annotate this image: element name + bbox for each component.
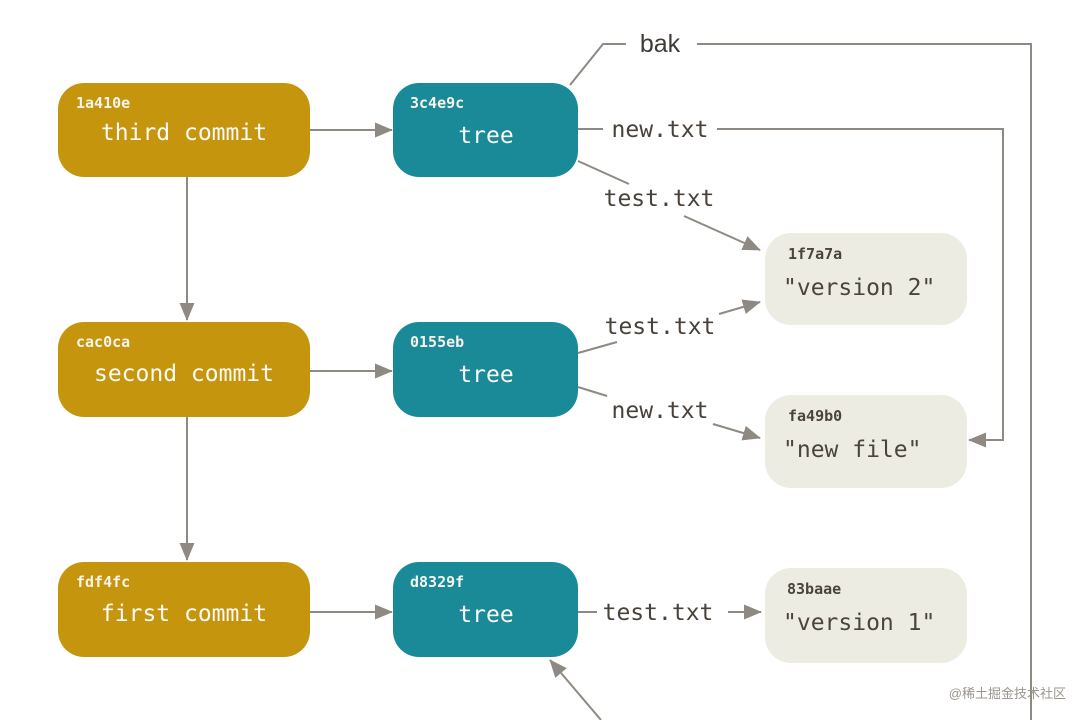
blob-label: "version 2" xyxy=(783,275,935,301)
edge-newtxt-mid-to-blob xyxy=(712,423,761,441)
blob-box xyxy=(765,568,967,663)
commit-node-first: fdf4fc first commit xyxy=(58,562,310,657)
file-label-newtxt-middle: new.txt xyxy=(612,398,709,424)
tree-hash: d8329f xyxy=(410,573,464,591)
blob-label: "version 1" xyxy=(783,610,935,636)
tree-hash: 0155eb xyxy=(410,333,464,351)
file-label-testtxt-bottom: test.txt xyxy=(603,600,714,626)
blob-box xyxy=(765,395,967,488)
tree-box xyxy=(393,83,578,177)
tree-node-first: d8329f tree xyxy=(393,562,578,657)
edge-newtxt-mid-stub xyxy=(577,386,608,397)
commit-hash: fdf4fc xyxy=(76,573,130,591)
file-label-newtxt-top: new.txt xyxy=(612,117,709,143)
blob-hash: 1f7a7a xyxy=(788,245,842,263)
commit-node-second: cac0ca second commit xyxy=(58,322,310,417)
edge-testtxt-mid-stub xyxy=(577,341,618,354)
blob-hash: 83baae xyxy=(787,580,841,598)
edge-testtxt-mid-to-blob xyxy=(718,299,761,315)
blob-box xyxy=(765,233,967,325)
edge-bak-stub xyxy=(569,43,626,86)
edges xyxy=(179,43,1032,720)
file-label-testtxt-top: test.txt xyxy=(604,186,715,212)
tree-node-third: 3c4e9c tree xyxy=(393,83,578,177)
commit-box xyxy=(58,322,310,417)
edge-bak-long xyxy=(697,43,1032,720)
tree-label: tree xyxy=(458,123,513,149)
commit-box xyxy=(58,83,310,177)
commit-hash: cac0ca xyxy=(76,333,130,351)
commit-node-third: 1a410e third commit xyxy=(58,83,310,177)
tree-hash: 3c4e9c xyxy=(410,94,464,112)
tree-label: tree xyxy=(458,602,513,628)
tree-box xyxy=(393,322,578,417)
commit-label: third commit xyxy=(101,120,267,146)
edge-testtxt-top-to-blob xyxy=(683,215,761,251)
tree-box xyxy=(393,562,578,657)
edge-testtxt-top-stub xyxy=(577,160,630,185)
tree-node-second: 0155eb tree xyxy=(393,322,578,417)
commit-label: first commit xyxy=(101,601,267,627)
blob-node-version2: 1f7a7a "version 2" xyxy=(765,233,967,325)
branch-label-bak: bak xyxy=(640,30,681,58)
edge-newtxt-top-to-blob xyxy=(717,128,1004,448)
blob-label: "new file" xyxy=(783,437,921,463)
commit-hash: 1a410e xyxy=(76,94,130,112)
blob-node-newfile: fa49b0 "new file" xyxy=(765,395,967,488)
blob-hash: fa49b0 xyxy=(788,407,842,425)
file-label-testtxt-middle: test.txt xyxy=(605,314,716,340)
blob-node-version1: 83baae "version 1" xyxy=(765,568,967,663)
edge-bak-to-tree1 xyxy=(549,659,602,720)
commit-box xyxy=(58,562,310,657)
commit-label: second commit xyxy=(94,361,274,387)
watermark: @稀土掘金技术社区 xyxy=(949,686,1066,701)
tree-label: tree xyxy=(458,362,513,388)
